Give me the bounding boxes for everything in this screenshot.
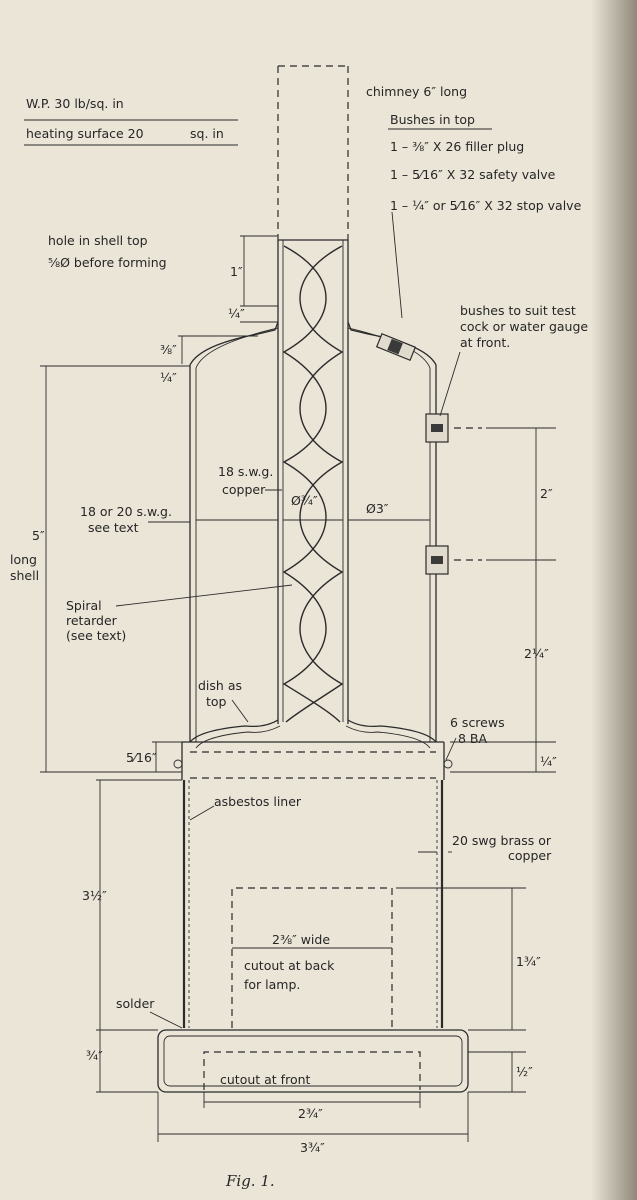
bush-stop-valve: 1 – ¼″ or 5⁄16″ X 32 stop valve (390, 198, 582, 213)
bushes-suit-label-1: bushes to suit test (460, 303, 576, 318)
dim-2in: 2″ (540, 486, 553, 501)
shell-label-2: shell (10, 568, 39, 583)
swg1820-label-1: 18 or 20 s.w.g. (80, 504, 172, 519)
front-bush-leader (439, 351, 461, 417)
screws-label-2: 8 BA (458, 731, 488, 746)
hole-label-1: hole in shell top (48, 233, 148, 248)
hole-label-2: ⅝Ø before forming (48, 255, 167, 270)
dim-2-quarter: 2¼″ (524, 646, 549, 661)
dim-quarter-shell: ¼″ (160, 370, 177, 385)
swg18-label-2: copper (222, 482, 266, 497)
bush-leader (391, 211, 403, 319)
spiral-label-1: Spiral (66, 598, 102, 613)
dim-flue-diameter: Ø¾″ (291, 493, 318, 508)
dim-3-half: 3½″ (82, 888, 107, 903)
dim-half: ½″ (516, 1064, 533, 1079)
heating-surface-text: heating surface 20 (26, 126, 144, 141)
heating-surface-unit: sq. in (190, 126, 224, 141)
dim-3-4: ¾″ (86, 1048, 103, 1063)
solder-label: solder (116, 996, 155, 1011)
spiral-retarder (282, 245, 341, 723)
bush-filler-plug: 1 – ⅜″ X 26 filler plug (390, 139, 524, 154)
dim-1-3-4: 1¾″ (516, 954, 541, 969)
base-tray (157, 1029, 469, 1093)
cutout-front-label: cutout at front (220, 1072, 311, 1087)
brass-label-2: copper (508, 848, 552, 863)
brass-label-1: 20 swg brass or (452, 833, 552, 848)
bushes-list: Bushes in top 1 – ⅜″ X 26 filler plug 1 … (388, 112, 582, 213)
dim-5in: 5″ (32, 528, 45, 543)
swg18-label-1: 18 s.w.g. (218, 464, 273, 479)
screws-label-1: 6 screws (450, 715, 505, 730)
dim-3-8: ⅜″ (160, 342, 177, 357)
swg1820-label-2: see text (88, 520, 139, 535)
figure-caption: Fig. 1. (225, 1172, 275, 1190)
cutout-front (203, 1051, 421, 1090)
spiral-label-2: retarder (66, 613, 118, 628)
dim-2-3-4: 2¾″ (298, 1106, 323, 1121)
dim-quarter-band: ¼″ (540, 754, 557, 769)
shell-label-1: long (10, 552, 37, 567)
bush-safety-valve: 1 – 5⁄16″ X 32 safety valve (390, 167, 556, 182)
cutout-back-label-1: cutout at back (244, 958, 335, 973)
bushes-suit-label-3: at front. (460, 335, 510, 350)
cutout-width-label: 2⅜″ wide (272, 932, 330, 947)
dim-1in: 1″ (230, 264, 243, 279)
header-block: W.P. 30 lb/sq. in heating surface 20 sq.… (24, 96, 238, 146)
bushes-suit-label-2: cock or water gauge (460, 319, 588, 334)
working-pressure-text: W.P. 30 lb/sq. in (26, 96, 124, 111)
cutout-back-label-2: for lamp. (244, 977, 300, 992)
dish-label-1: dish as (198, 678, 242, 693)
cutout-back (231, 887, 393, 1028)
chimney (277, 65, 349, 240)
asbestos-label: asbestos liner (214, 794, 302, 809)
flue-tube (277, 239, 349, 724)
dim-quarter-top: ¼″ (228, 306, 245, 321)
bushes-title: Bushes in top (390, 112, 475, 127)
spiral-label-3: (see text) (66, 628, 126, 643)
dim-3-3-4: 3¾″ (300, 1140, 325, 1155)
dim-shell-diameter: Ø3″ (366, 501, 389, 516)
chimney-label: chimney 6″ long (366, 84, 467, 99)
dish-label-2: top (206, 694, 227, 709)
dim-5-16: 5⁄16″ (126, 750, 157, 765)
boiler-shell (173, 321, 482, 780)
firebox (182, 780, 444, 1028)
